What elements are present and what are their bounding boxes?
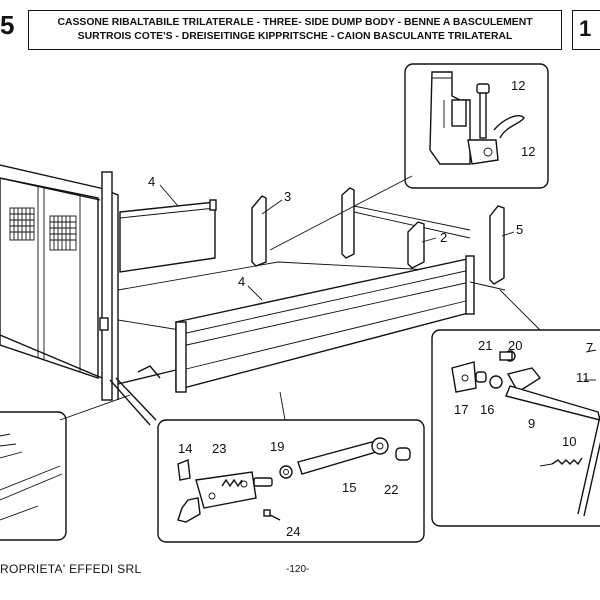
detail-lever-box [431,329,600,527]
callout-4-upper: 4 [148,174,155,189]
floor-rail-b [469,281,506,291]
headboard-grille-left [9,207,35,241]
upper-side-panel [119,199,217,273]
title-line-2: SURTROIS COTE'S - DREISEITINGE KIPPRITSC… [77,31,513,42]
front-headboard [0,171,113,401]
footer-owner: ROPRIETA' EFFEDI SRL [0,562,142,576]
chassis-rod [109,379,151,426]
callout-14: 14 [178,441,192,456]
callout-12: 12 [511,78,525,93]
callout-4-lower: 4 [238,274,245,289]
pin-assembly [429,71,525,165]
callout-2: 2 [440,230,447,245]
front-side-board [175,255,475,393]
callout-23: 23 [212,441,226,456]
callout-17: 17 [454,402,468,417]
callout-21: 21 [478,338,492,353]
headboard-panel [0,177,99,379]
callout-16: 16 [480,402,494,417]
body-bottom-left [0,334,111,401]
detail-left-box [0,411,67,541]
callout-9: 9 [528,416,535,431]
callout-12-clip: 12 [521,144,535,159]
detail-latch-box [157,419,425,543]
post-far-left [341,187,471,259]
post-3 [251,195,267,267]
callout-22: 22 [384,482,398,497]
floor-rail [117,369,177,385]
callout-19: 19 [270,439,284,454]
section-number: 5 [0,10,15,40]
leader-lines [59,175,541,421]
callout-7: 7 [586,340,593,355]
post-5 [489,205,505,285]
detail-pin-box [404,63,549,189]
headboard-post [101,171,113,401]
chassis-rod-b [115,377,157,421]
title-box: CASSONE RIBALTABILE TRILATERALE - THREE-… [28,10,562,50]
callout-20: 20 [508,338,522,353]
headboard-grille-right [49,215,77,251]
left-detail-parts [0,433,63,521]
callout-labels: 12 12 4 3 2 5 4 21 20 7 11 17 16 9 10 14… [148,78,593,539]
callout-10: 10 [562,434,576,449]
footer-page-number: -120- [286,564,310,575]
title-line-1: CASSONE RIBALTABILE TRILATERALE - THREE-… [57,17,533,28]
callout-15: 15 [342,480,356,495]
callout-11: 11 [576,370,590,385]
callout-5: 5 [516,222,523,237]
post-2 [407,221,425,269]
headboard-latch [99,317,109,331]
page-box: 1 [572,10,600,50]
latch-assembly [177,437,411,523]
dump-body-drawing [0,164,506,426]
callout-3: 3 [284,189,291,204]
lever-assembly [451,349,600,517]
callout-24: 24 [286,524,300,539]
